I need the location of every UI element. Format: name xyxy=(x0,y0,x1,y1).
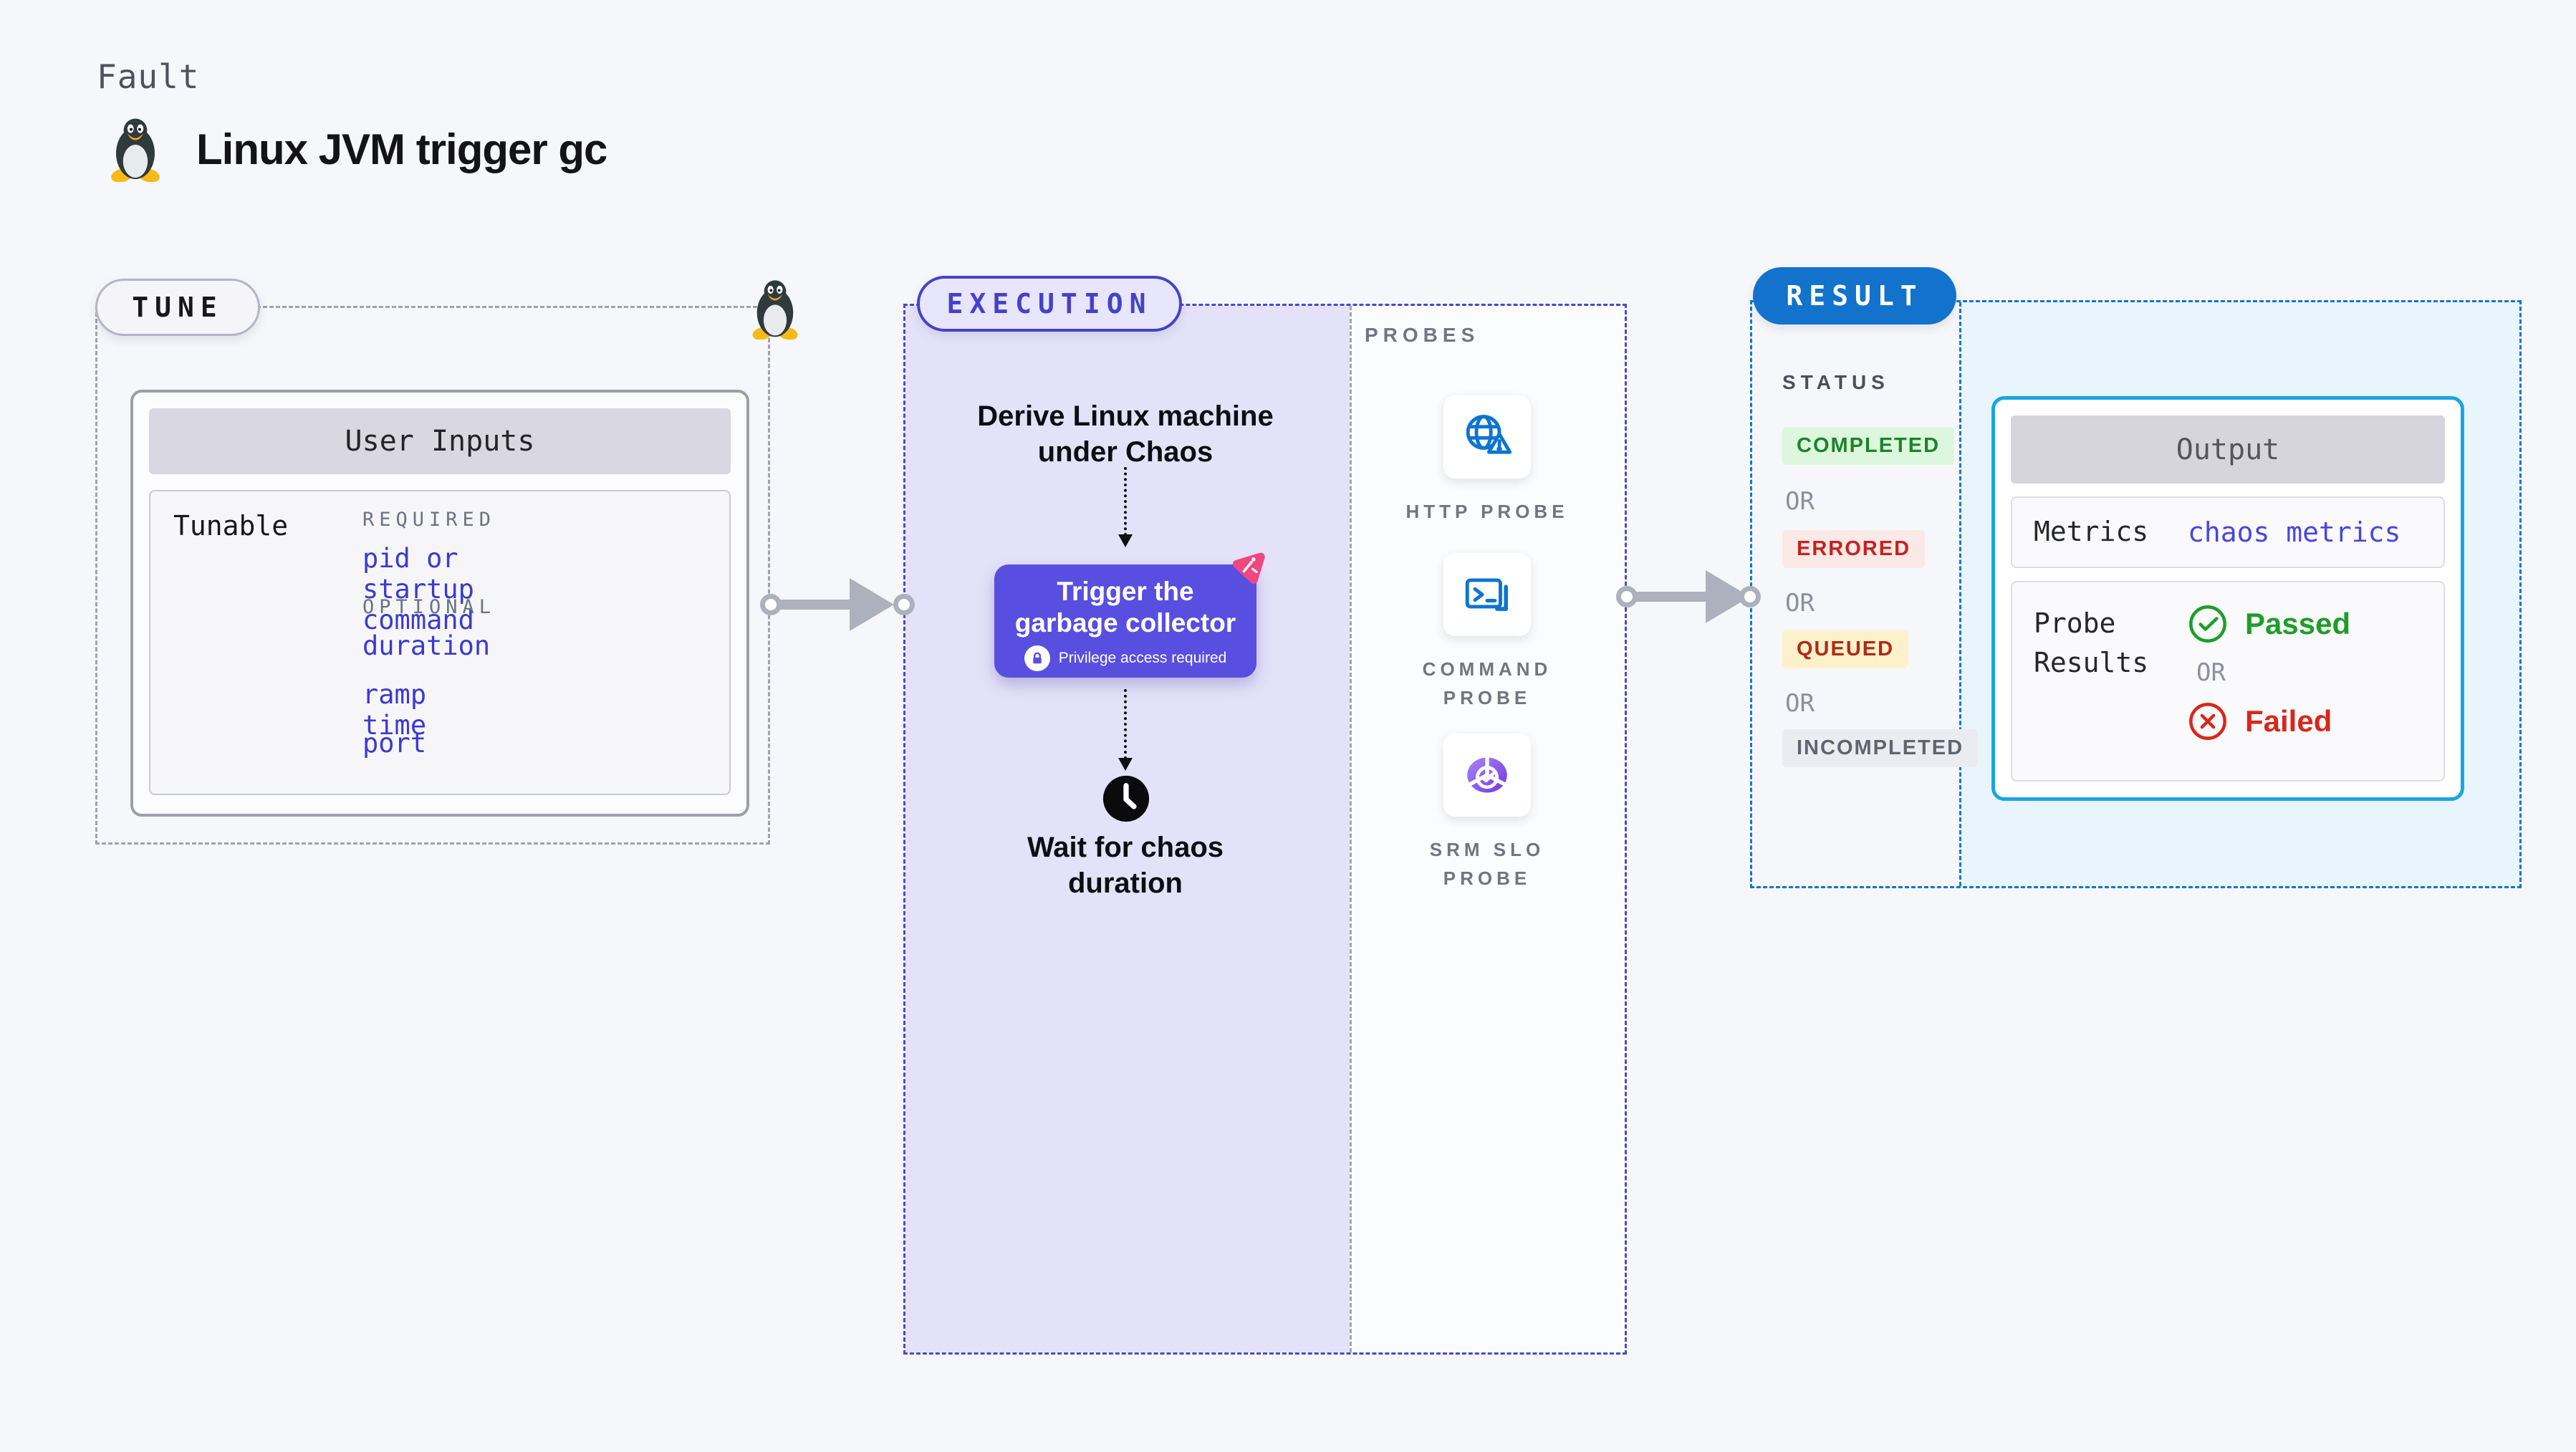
http-probe-card[interactable] xyxy=(1443,395,1531,479)
execution-pill: EXECUTION xyxy=(917,276,1182,332)
connector-arrowhead xyxy=(850,578,894,631)
status-badge-queued: QUEUED xyxy=(1782,630,1909,668)
derive-step-label: Derive Linux machine under Chaos xyxy=(977,400,1274,468)
check-circle-icon xyxy=(2189,605,2226,643)
fault-eyebrow: Fault xyxy=(97,57,200,96)
privilege-row: Privilege access required xyxy=(994,645,1256,671)
srm-slo-probe-card[interactable] xyxy=(1443,734,1531,817)
status-badge-incompleted: INCOMPLETED xyxy=(1782,729,1979,767)
tune-penguin-icon xyxy=(752,280,798,340)
connector-endpoint-dot xyxy=(1739,586,1761,607)
terminal-icon xyxy=(1465,578,1508,611)
wait-step-label: Wait for chaos duration xyxy=(1027,832,1224,899)
status-badge-errored: ERRORED xyxy=(1782,530,1926,568)
probes-heading: PROBES xyxy=(1365,324,1480,346)
slo-gauge-icon xyxy=(1466,753,1508,793)
or-label: OR xyxy=(1785,487,1815,516)
globe-alert-icon xyxy=(1466,415,1512,454)
lock-icon xyxy=(1024,645,1050,671)
tune-section xyxy=(95,306,770,845)
page-header: Linux JVM trigger gc xyxy=(106,116,607,182)
result-divider xyxy=(1959,302,1961,886)
flow-arrow-down xyxy=(1118,689,1133,771)
command-probe-card[interactable] xyxy=(1443,553,1531,636)
execution-flow-panel xyxy=(905,306,1350,1352)
tune-pill: TUNE xyxy=(95,279,260,336)
output-card: Output Metrics chaos metrics Probe Resul… xyxy=(1991,396,2464,801)
execution-section xyxy=(903,304,1627,1355)
wait-clock-icon xyxy=(1101,774,1151,827)
result-pill: RESULT xyxy=(1753,267,1956,324)
or-label: OR xyxy=(2196,658,2226,687)
required-label: REQUIRED xyxy=(362,509,496,531)
user-inputs-card: User Inputs Tunable REQUIRED pid or star… xyxy=(130,390,749,817)
tunable-ramp-time: ramp time xyxy=(362,679,427,741)
user-inputs-header: User Inputs xyxy=(149,408,731,474)
status-heading: STATUS xyxy=(1782,371,1890,393)
connector-execution-result xyxy=(1627,592,1708,602)
status-badge-completed: COMPLETED xyxy=(1782,427,1955,465)
trigger-gc-label: Trigger the garbage collector xyxy=(1014,577,1236,638)
privilege-label: Privilege access required xyxy=(1058,649,1227,666)
linux-penguin-icon xyxy=(111,118,160,182)
chaos-logo-icon xyxy=(1232,552,1265,585)
connector-tune-execution xyxy=(771,600,854,610)
probe-verdicts: Passed OR Failed xyxy=(2188,604,2350,741)
passed-label: Passed xyxy=(2245,607,2351,640)
srm-slo-probe-label: SRM SLO PROBE xyxy=(1429,839,1545,890)
tunable-label: Tunable xyxy=(173,510,289,542)
failed-verdict: Failed xyxy=(2188,701,2350,741)
tunable-duration: duration xyxy=(362,630,491,661)
probes-divider xyxy=(1350,306,1352,1352)
tunable-port: port xyxy=(362,728,427,759)
connector-endpoint-dot xyxy=(893,594,915,615)
probe-results-label: Probe Results xyxy=(2034,607,2149,679)
flow-arrow-down xyxy=(1118,467,1133,547)
probe-results-row: Probe Results Passed OR Failed xyxy=(2011,581,2445,782)
failed-label: Failed xyxy=(2245,704,2332,738)
tunable-pid: pid or startup command xyxy=(362,543,474,635)
x-circle-icon xyxy=(2189,703,2226,740)
user-inputs-body: Tunable REQUIRED pid or startup command … xyxy=(149,490,731,795)
metrics-row: Metrics chaos metrics xyxy=(2011,496,2445,568)
connector-endpoint-dot xyxy=(1616,586,1638,607)
metrics-label: Metrics xyxy=(2034,516,2149,548)
http-probe-label: HTTP PROBE xyxy=(1405,501,1569,522)
page-title: Linux JVM trigger gc xyxy=(196,125,607,173)
metrics-value: chaos metrics xyxy=(2188,516,2401,548)
optional-label: OPTIONAL xyxy=(362,596,496,618)
or-label: OR xyxy=(1785,589,1815,617)
connector-endpoint-dot xyxy=(760,594,782,615)
command-probe-label: COMMAND PROBE xyxy=(1422,658,1552,709)
output-header: Output xyxy=(2011,415,2445,484)
passed-verdict: Passed xyxy=(2188,604,2350,644)
trigger-gc-node[interactable]: Trigger the garbage collector Privilege … xyxy=(994,552,1265,678)
probes-panel xyxy=(1352,306,1625,1352)
or-label: OR xyxy=(1785,689,1815,718)
